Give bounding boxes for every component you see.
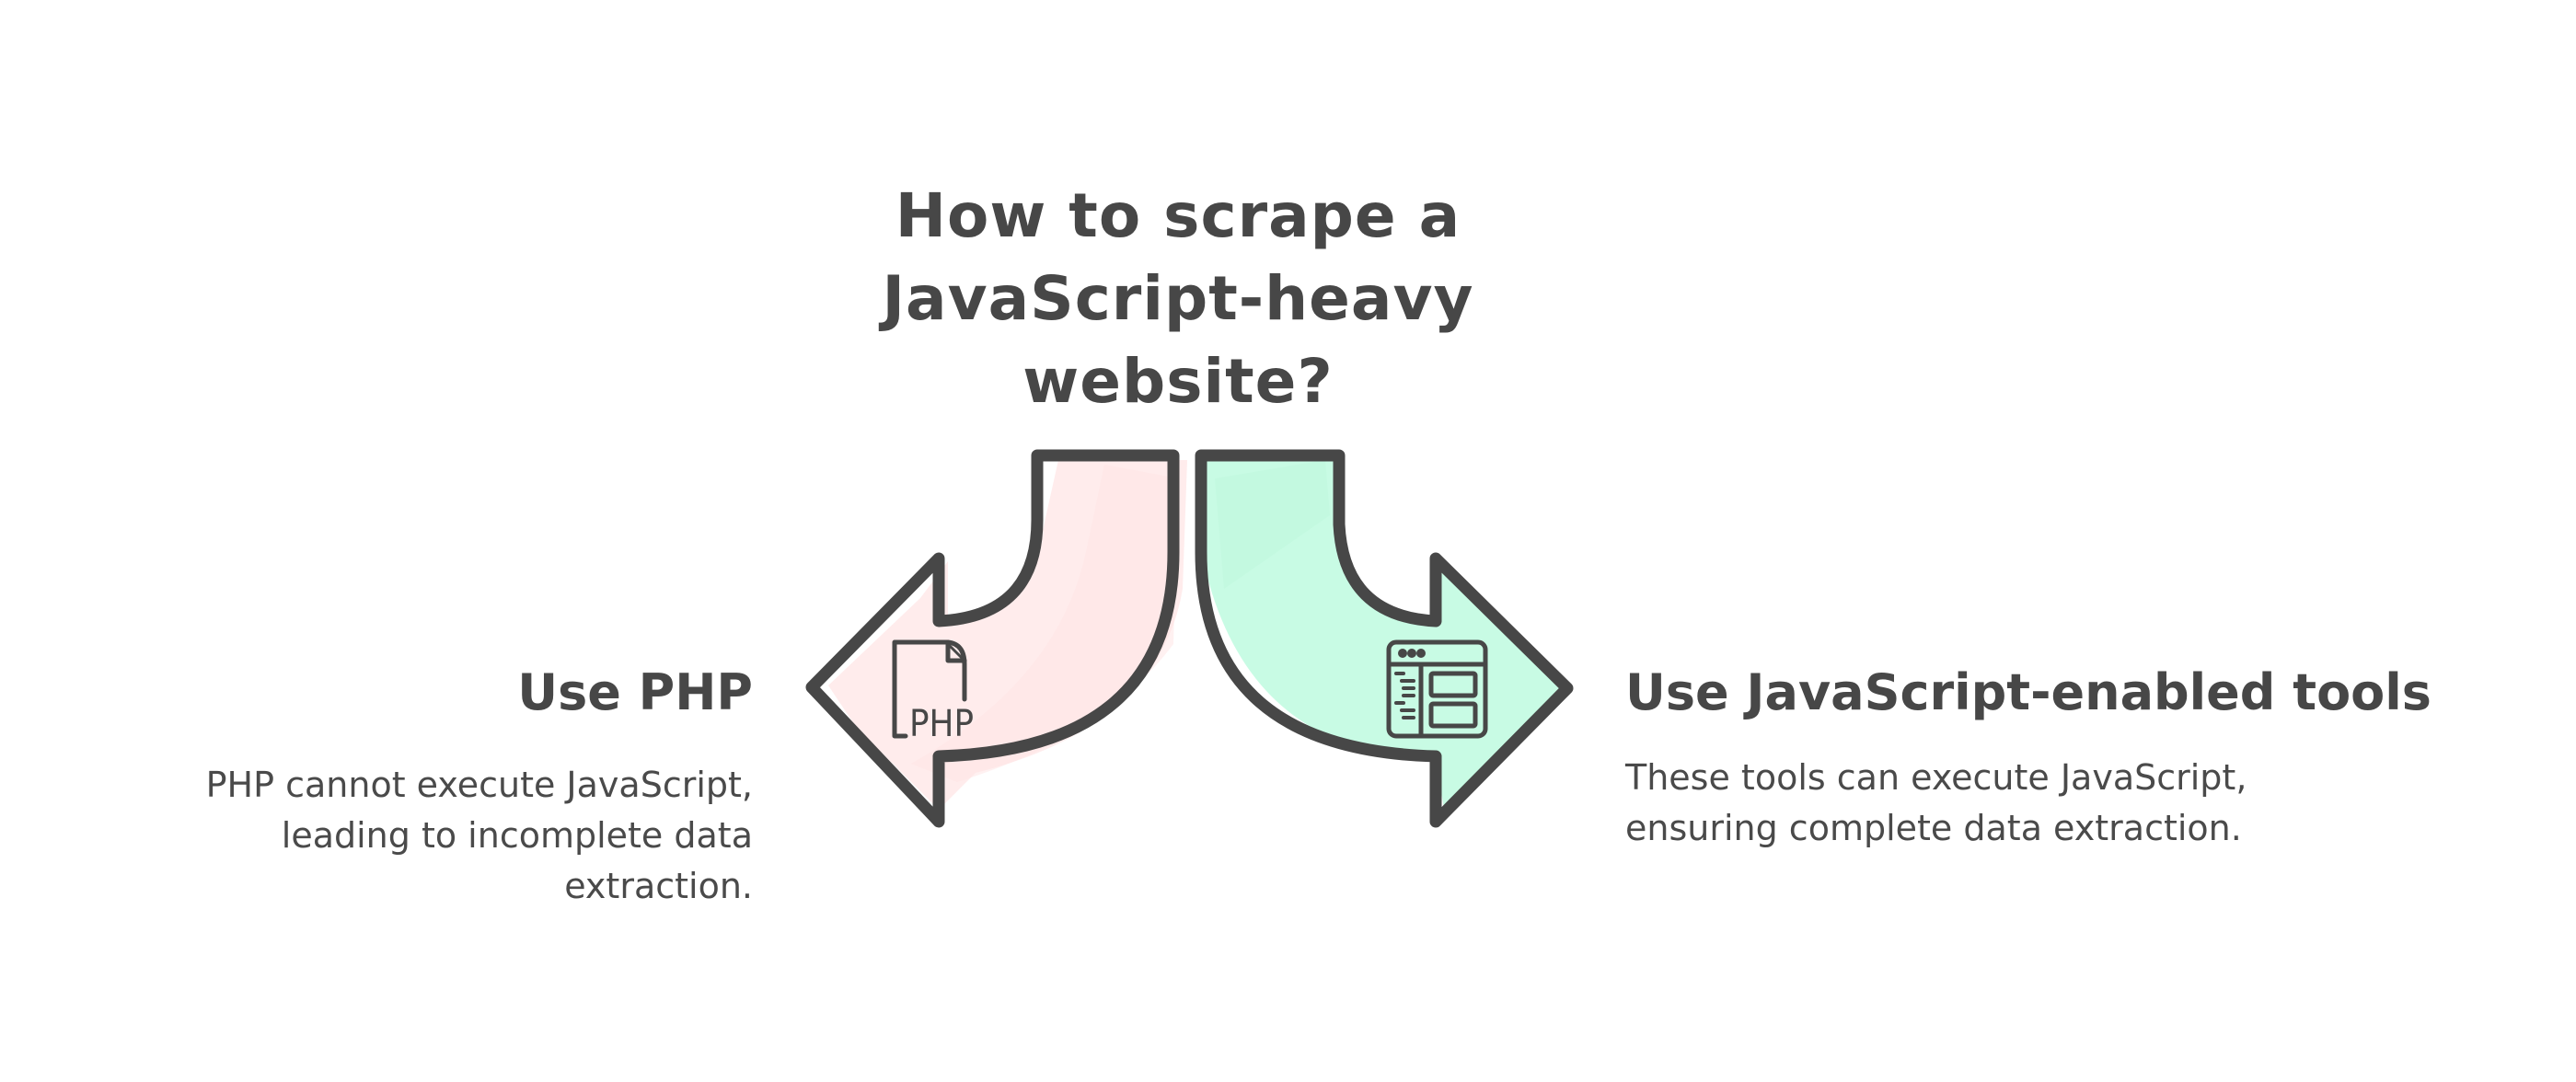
description-line: PHP cannot execute JavaScript, <box>205 765 753 805</box>
option-description: These tools can execute JavaScript, ensu… <box>1625 753 2509 854</box>
left-arrow <box>805 449 1187 828</box>
diagram-title: How to scrape a JavaScript-heavy website… <box>828 175 1528 423</box>
option-heading: Use JavaScript-enabled tools <box>1625 663 2432 721</box>
option-use-php: Use PHP PHP cannot execute JavaScript, l… <box>90 661 753 912</box>
title-line-2: JavaScript-heavy <box>882 263 1474 334</box>
description-line: extraction. <box>564 866 753 906</box>
browser-layout-icon <box>1386 639 1488 739</box>
description-line: leading to incomplete data <box>281 815 753 856</box>
title-line-3: website? <box>1022 346 1334 417</box>
option-use-js-tools: Use JavaScript-enabled tools These tools… <box>1625 661 2509 854</box>
title-line-1: How to scrape a <box>895 180 1461 251</box>
description-line: These tools can execute JavaScript, <box>1625 757 2247 798</box>
option-heading: Use PHP <box>517 663 753 721</box>
description-line: ensuring complete data extraction. <box>1625 808 2242 848</box>
php-icon-label: PHP <box>909 703 974 745</box>
php-file-icon: PHP <box>892 639 974 745</box>
option-description: PHP cannot execute JavaScript, leading t… <box>90 760 753 912</box>
right-arrow <box>1195 449 1574 828</box>
